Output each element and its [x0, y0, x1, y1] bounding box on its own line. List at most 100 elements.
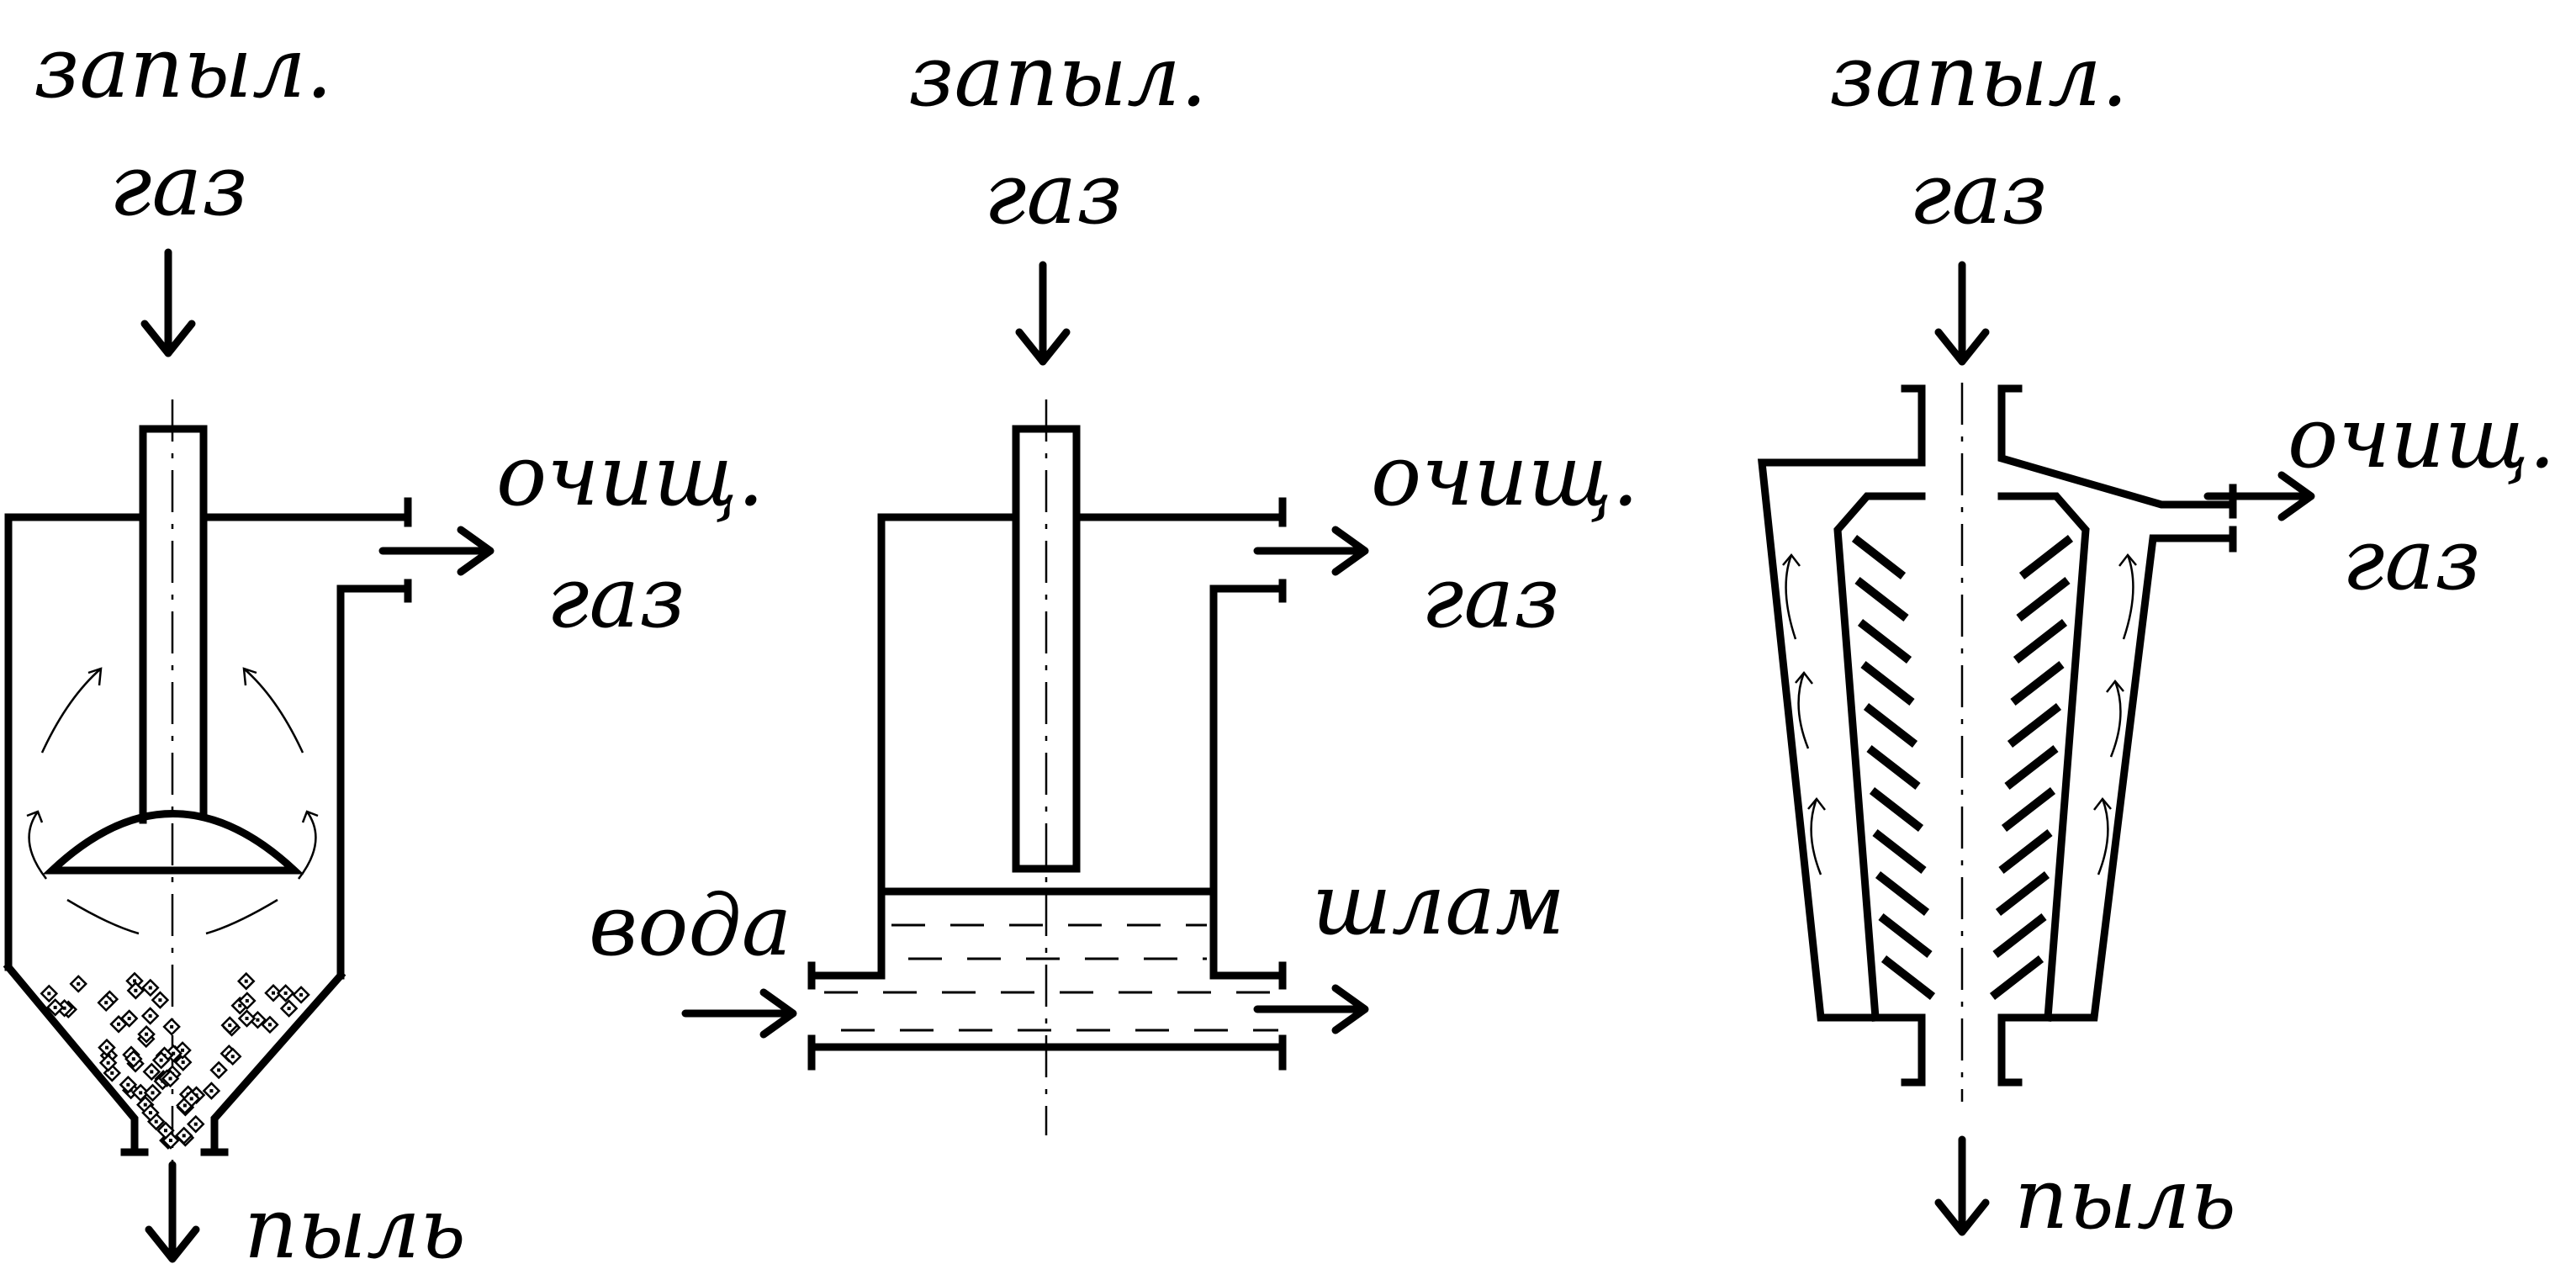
dust-particle-core [217, 1068, 221, 1072]
dust-particle-core [151, 1091, 155, 1095]
louvre-blade [1878, 913, 1933, 958]
dust-particle-core [47, 992, 51, 996]
d2-inlet-label-line1: запыл. [908, 27, 1207, 125]
dust-particle-core [230, 1055, 235, 1059]
dust-particle-core [154, 1119, 158, 1124]
louvre-blade [2004, 745, 2059, 790]
d3-flow-lines [1782, 553, 2137, 875]
dust-particle-core [209, 1089, 214, 1093]
d1-vessel-body [3, 399, 412, 1169]
dust-particle-core [168, 1139, 172, 1143]
d1-inlet-label-line2: газ [109, 136, 248, 235]
dust-particle-core [159, 1058, 163, 1062]
louvre-blade [1869, 787, 1924, 832]
d3-outlet-label-line2: газ [2342, 510, 2481, 609]
dust-particle-core [182, 1134, 186, 1138]
dust-particle-core [134, 988, 138, 992]
diagram-2-wet-scrubber: запыл. газ [589, 27, 1639, 1135]
d2-outlet-arrow-icon [1253, 526, 1369, 576]
louvre-blade [1863, 703, 1918, 748]
dust-particle-core [267, 1023, 272, 1027]
dust-particle-core [131, 1057, 135, 1061]
dust-particle-core [77, 981, 81, 986]
d3-dust-arrow-icon [1934, 1135, 1990, 1236]
louvre-blade [1851, 535, 1907, 579]
d2-inlet-label-line2: газ [984, 145, 1123, 243]
dust-particle-core [104, 1045, 108, 1050]
d2-vessel-body [807, 399, 1287, 1135]
louvre-blade [2001, 787, 2056, 832]
d1-outlet-label-line2: газ [547, 548, 685, 647]
dust-particle-core [182, 1103, 187, 1108]
diagram-1-settling-chamber: запыл. газ [3, 19, 764, 1277]
d3-outlet-label-line1: очищ. [2288, 389, 2556, 487]
dust-particle-core [145, 1032, 149, 1036]
d2-outlet-label-line2: газ [1421, 548, 1560, 647]
louvre-blade [1998, 829, 2053, 874]
dust-particle-core [117, 1022, 121, 1026]
d1-outlet-arrow-icon [378, 526, 495, 576]
dust-particle-core [238, 1003, 242, 1008]
d1-inlet-label-line1: запыл. [34, 19, 332, 117]
d1-flow-lines [26, 667, 319, 935]
louvre-blade [1880, 955, 1936, 1000]
dust-particle-core [170, 1024, 174, 1029]
d1-dust-particles [40, 971, 310, 1150]
d2-water-in-label: вода [589, 876, 791, 975]
dust-particle-core [133, 979, 137, 983]
d2-water-in-arrow-icon [681, 988, 797, 1039]
dust-particle-core [148, 1111, 152, 1115]
dust-particle-core [139, 1091, 143, 1095]
louvre-blade [1875, 871, 1930, 916]
d3-louvre-blades [1851, 535, 2074, 1000]
d2-sludge-out-label: шлам [1312, 855, 1565, 954]
louvre-blade [1857, 619, 1912, 664]
d2-sludge-out-arrow-icon [1253, 984, 1369, 1034]
dust-particle-core [287, 1007, 291, 1011]
d3-outlet-arrow-icon [2203, 471, 2315, 521]
louvre-blade [2016, 577, 2071, 621]
dust-particle-core [283, 991, 288, 995]
louvre-blade [1860, 661, 1915, 706]
diagram-3-louvre-separator: запыл. газ [1757, 27, 2556, 1248]
dust-particle-core [104, 1001, 108, 1005]
louvre-blade [1992, 913, 2047, 958]
dust-particle-core [228, 1023, 232, 1028]
d3-bottom-label: пыль [2014, 1150, 2236, 1248]
louvre-blade [2018, 535, 2074, 579]
louvre-blade [1854, 577, 1909, 621]
dust-particle-core [110, 1071, 114, 1075]
d1-bottom-label: пыль [244, 1179, 466, 1277]
d3-inlet-label-line1: запыл. [1829, 27, 2128, 125]
dust-particle-core [172, 1051, 176, 1055]
louvre-blade [1872, 829, 1927, 874]
dust-particle-core [181, 1048, 185, 1052]
louvre-blade [2007, 703, 2062, 748]
dust-particle-core [53, 1005, 57, 1009]
dust-particle-core [106, 1060, 110, 1065]
d1-outlet-label-line1: очищ. [496, 426, 764, 525]
d3-inlet-arrow-icon [1934, 261, 1990, 366]
d1-dust-arrow-icon [145, 1161, 200, 1263]
dust-particle-core [299, 992, 304, 997]
d2-outlet-label-line1: очищ. [1371, 426, 1639, 525]
d3-inlet-label-line2: газ [1909, 145, 2048, 243]
dust-particle-core [127, 1017, 131, 1021]
dust-particle-core [62, 1006, 66, 1010]
dust-particle-core [148, 1014, 152, 1018]
louvre-blade [2013, 619, 2068, 664]
dust-particle-core [272, 991, 276, 995]
dust-particle-core [193, 1122, 198, 1126]
dust-particle-core [245, 1016, 249, 1020]
d1-inlet-arrow-icon [140, 248, 196, 357]
dust-particle-core [126, 1082, 130, 1087]
louvre-blade [1995, 871, 2050, 916]
dust-particle-core [245, 999, 249, 1003]
d2-inlet-arrow-icon [1015, 261, 1071, 366]
dust-particle-core [150, 1070, 154, 1074]
dust-particle-core [189, 1097, 193, 1101]
dust-particle-core [256, 1018, 260, 1022]
dust-particle-core [148, 986, 152, 990]
louvre-blade [1866, 745, 1921, 790]
